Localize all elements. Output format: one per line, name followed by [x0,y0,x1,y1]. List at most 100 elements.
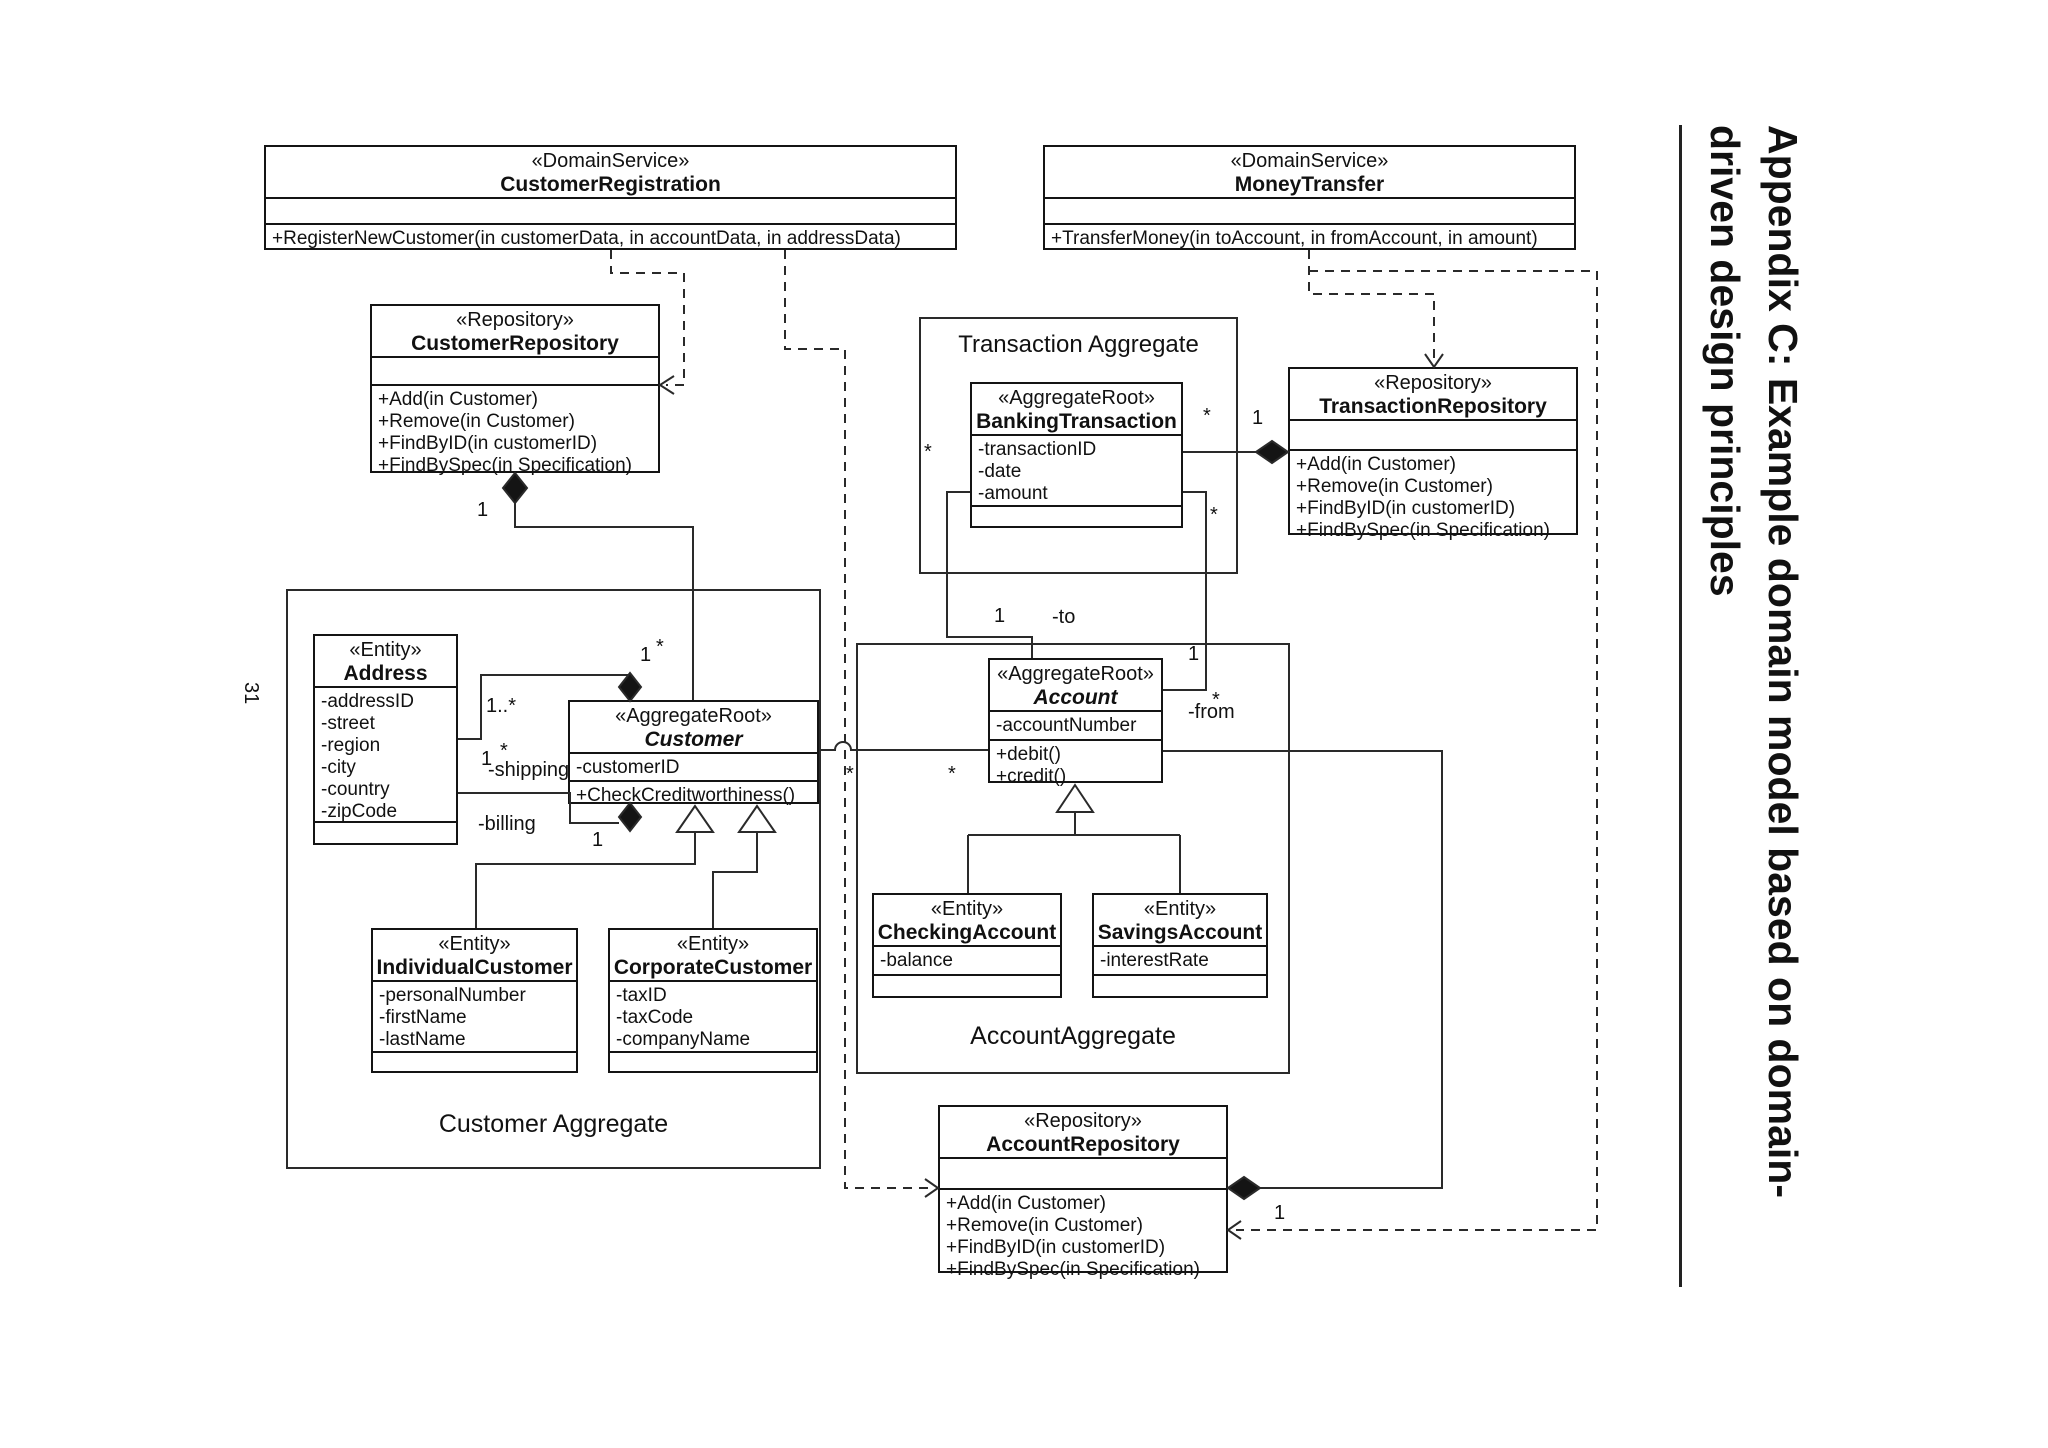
class-address: «Entity» Address -addressID -street -reg… [313,634,458,845]
stereotype: «Repository» [1374,372,1492,394]
appendix-title: Appendix C: Example domain model based o… [1679,125,1812,1287]
stereotype: «DomainService» [531,150,690,172]
attribute: -date [978,461,1022,482]
operations-compartment: +RegisterNewCustomer(in customerData, in… [266,225,955,253]
aggregation-diamond-icon [1226,1175,1262,1201]
edge-gen-corporatecustomer [712,832,758,928]
operations-compartment [373,1053,576,1071]
operations-compartment: +debit() +credit() [990,741,1161,791]
stereotype: «Entity» [676,933,750,955]
attributes-compartment: -interestRate [1094,947,1266,976]
operation: +TransferMoney(in toAccount, in fromAcco… [1051,228,1538,249]
account-aggregate-title: AccountAggregate [970,1022,1176,1050]
attribute: -city [321,757,356,778]
class-name: CustomerRepository [411,332,619,355]
appendix-title-line1: Appendix C: Example domain model based o… [1760,125,1806,1198]
edge-customerrepository-customer [514,503,694,700]
multiplicity-label: 1 [481,748,493,770]
class-account: «AggregateRoot» Account -accountNumber +… [988,658,1163,787]
attributes-compartment [1290,421,1576,451]
attributes-compartment [372,358,658,386]
operations-compartment: +Add(in Customer) +Remove(in Customer) +… [372,386,658,480]
stereotype: «Entity» [438,933,511,955]
edge-gen-individualcustomer [475,832,696,928]
operations-compartment [1094,976,1266,996]
attribute: -country [321,779,390,800]
aggregation-diamond-icon [1254,439,1290,465]
attribute: -amount [978,483,1048,504]
class-banking-transaction: «AggregateRoot» BankingTransaction -tran… [970,382,1183,528]
multiplicity-label: 1 [640,644,652,666]
operation: +Add(in Customer) [1296,454,1456,475]
stereotype: «Entity» [349,639,422,661]
edge-gen-accounts [967,812,1181,893]
class-name: Customer [644,728,743,751]
multiplicity-label: 1 [477,499,489,521]
operation: +Remove(in Customer) [1296,476,1493,497]
attributes-compartment [940,1159,1226,1190]
stereotype: «AggregateRoot» [615,705,772,727]
multiplicity-label: 1 [1188,643,1200,665]
attributes-compartment: -transactionID -date -amount [972,436,1181,507]
attributes-compartment: -accountNumber [990,712,1161,741]
stereotype: «Repository» [456,309,574,331]
multiplicity-label: * [948,763,956,785]
operation: +CheckCreditworthiness() [576,785,796,806]
attribute: -street [321,713,375,734]
stereotype: «AggregateRoot» [998,387,1155,409]
operation: +FindBySpec(in Specification) [946,1259,1200,1280]
stereotype: «Entity» [930,898,1004,920]
attribute: -companyName [616,1029,751,1050]
dep-moneytransfer-transactionrepository [1308,250,1435,360]
stereotype: «Repository» [1024,1110,1142,1132]
aggregation-diamond-icon [617,671,643,703]
operation: +Add(in Customer) [378,389,538,410]
attribute: -balance [880,950,953,971]
class-name: SavingsAccount [1097,921,1263,944]
arrowhead-down-icon [1424,353,1444,369]
class-customer: «AggregateRoot» Customer -customerID +Ch… [568,700,819,806]
operation: +RegisterNewCustomer(in customerData, in… [272,228,901,249]
attributes-compartment [1045,199,1574,225]
page-number: 31 [240,682,262,705]
arrowhead-left2-icon [1226,1220,1242,1240]
attribute: -interestRate [1100,950,1209,971]
operation: +FindBySpec(in Specification) [378,455,632,476]
attribute: -taxID [616,985,667,1006]
operations-compartment [874,976,1060,996]
multiplicity-label: 1 [1252,407,1264,429]
attribute: -zipCode [321,801,398,822]
arrowhead-right-icon [924,1178,940,1198]
operation: +credit() [996,766,1067,787]
attributes-compartment: -balance [874,947,1060,976]
operation: +Remove(in Customer) [378,411,575,432]
class-name: Address [343,662,428,685]
attribute: -firstName [379,1007,467,1028]
class-customer-repository: «Repository» CustomerRepository +Add(in … [370,304,660,476]
class-name: AccountRepository [986,1133,1180,1156]
attributes-compartment: -addressID -street -region -city -countr… [315,688,456,823]
operation: +FindByID(in customerID) [378,433,598,454]
attribute: -addressID [321,691,414,712]
operations-compartment: +Add(in Customer) +Remove(in Customer) +… [940,1190,1226,1284]
class-name: BankingTransaction [976,410,1177,433]
role-label-from: -from [1188,701,1235,723]
stereotype: «AggregateRoot» [997,663,1154,685]
class-checking-account: «Entity» CheckingAccount -balance [872,893,1062,998]
customer-aggregate-title: Customer Aggregate [438,1110,669,1138]
multiplicity-label: * [846,763,854,785]
multiplicity-label: * [656,636,664,658]
arrowhead-left-icon [658,375,675,395]
class-name: MoneyTransfer [1234,173,1385,196]
class-transaction-repository: «Repository» TransactionRepository +Add(… [1288,367,1578,541]
attribute: -lastName [379,1029,466,1050]
operations-compartment: +TransferMoney(in toAccount, in fromAcco… [1045,225,1574,253]
attributes-compartment: -customerID [570,754,817,782]
operations-compartment: +CheckCreditworthiness() [570,782,817,810]
appendix-title-line2: driven design principles [1702,125,1748,597]
role-label-billing: -billing [478,813,536,835]
multiplicity-label: 1..* [486,695,517,717]
attribute: -region [321,735,381,756]
class-name: Account [1033,686,1118,709]
